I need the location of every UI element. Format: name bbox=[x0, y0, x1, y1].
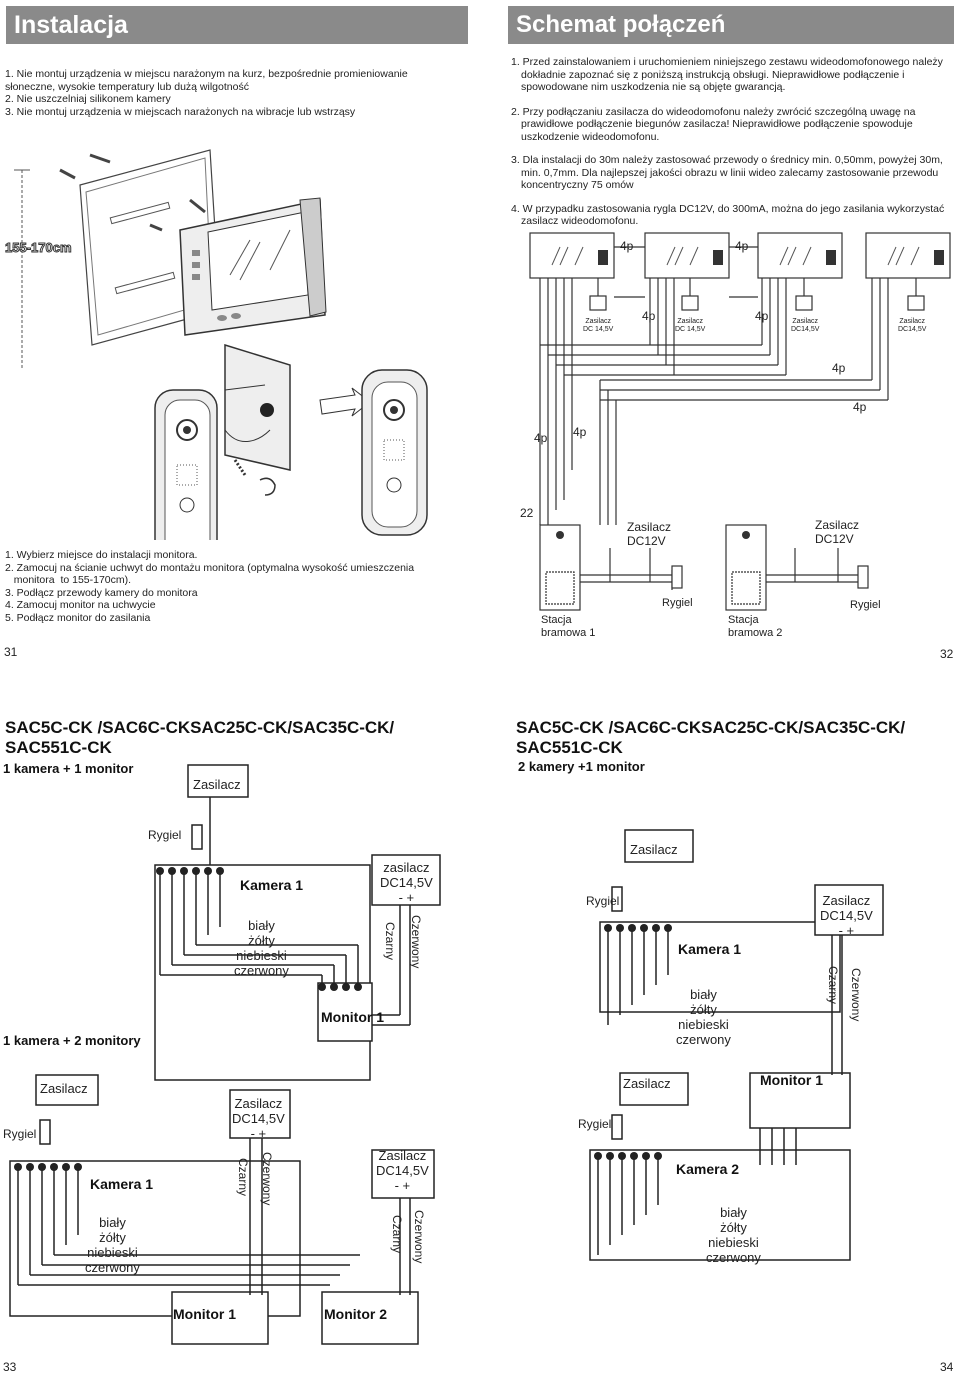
para-2-line-1: 2. Przy podłączaniu zasilacza do wideodo… bbox=[511, 105, 916, 118]
page-number-34: 34 bbox=[940, 1360, 954, 1374]
czarny-top: Czarny bbox=[383, 922, 397, 961]
wire-4p-label: 4p bbox=[642, 309, 656, 323]
monitor1-bottom: Monitor 1 bbox=[173, 1306, 236, 1322]
lock-label-2: Rygiel bbox=[850, 599, 881, 611]
wire-4p-label: 4p bbox=[832, 361, 846, 375]
zasilacz-top: Zasilacz bbox=[193, 777, 241, 792]
wire-4p-label: 4p bbox=[735, 239, 749, 253]
wire-4p-label: 4p bbox=[853, 400, 867, 414]
czarny-34: Czarny bbox=[826, 966, 840, 1005]
para-3-line-3: koncentryczny 75 omów bbox=[521, 179, 634, 191]
czerwony-top: Czerwony bbox=[409, 915, 423, 969]
zasilacz-bottom: Zasilacz bbox=[40, 1081, 88, 1096]
kamera1-34: Kamera 1 bbox=[678, 941, 742, 957]
czerwony-bottom1: Czerwony bbox=[260, 1152, 274, 1206]
kamera1-top: Kamera 1 bbox=[240, 877, 304, 893]
step-2b: monitora to 155-170cm). bbox=[5, 574, 132, 586]
monitor1-top: Monitor 1 bbox=[321, 1009, 384, 1025]
page-number-31: 31 bbox=[4, 645, 18, 659]
wire-4p-label: 4p bbox=[573, 425, 587, 439]
page-31-instructions: 1. Nie montuj urządzenia w miejscu naraż… bbox=[5, 68, 465, 118]
step-2: 2. Zamocuj na ścianie uchwyt do montażu … bbox=[5, 561, 415, 574]
para-2-line-2: prawidłowe podłączenie biegunów zasilacz… bbox=[521, 118, 913, 130]
instruction-3: 3. Nie montuj urządzenia w miejscach nar… bbox=[5, 105, 356, 118]
monitor1-34: Monitor 1 bbox=[760, 1072, 823, 1088]
para-3-line-2: min. 0,7mm. Dla najlepszej jakości obraz… bbox=[521, 166, 939, 179]
page-33-model: SAC5C-CK /SAC6C-CKSAC25C-CK/SAC35C-CK/ S… bbox=[5, 718, 395, 757]
monitor-mounting-illustration bbox=[14, 149, 327, 370]
kamera2-34: Kamera 2 bbox=[676, 1161, 740, 1177]
wire-4p-label: 4p bbox=[534, 431, 548, 445]
para-3-line-1: 3. Dla instalacji do 30m należy zastosow… bbox=[511, 154, 943, 166]
step-4: 4. Zamocuj monitor na uchwycie bbox=[5, 599, 156, 611]
instruction-2: 2. Nie uszczelniaj silikonem kamery bbox=[5, 93, 171, 105]
wire-22-label: 22 bbox=[520, 506, 534, 520]
para-1-line-1: 1. Przed zainstalowaniem i uruchomieniem… bbox=[511, 56, 943, 68]
step-1: 1. Wybierz miejsce do instalacji monitor… bbox=[5, 549, 198, 561]
step-3: 3. Podłącz przewody kamery do monitora bbox=[5, 586, 198, 599]
step-5: 5. Podłącz monitor do zasilania bbox=[5, 611, 151, 624]
page-32-paragraphs: 1. Przed zainstalowaniem i uruchomieniem… bbox=[511, 56, 956, 228]
page-number-32: 32 bbox=[940, 647, 954, 661]
wire-4p-label: 4p bbox=[620, 239, 634, 253]
zasilacz-34-top: Zasilacz bbox=[630, 842, 678, 857]
para-2-line-3: uszkodzenie wideodomofonu. bbox=[521, 130, 660, 143]
page-34-wiring bbox=[589, 829, 884, 1261]
page-34-model: SAC5C-CK /SAC6C-CKSAC25C-CK/SAC35C-CK/ S… bbox=[516, 718, 906, 757]
wire-4p-label: 4p bbox=[755, 309, 769, 323]
connection-diagram-lines bbox=[529, 232, 951, 611]
config-2k1m: 2 kamery +1 monitor bbox=[518, 759, 645, 774]
page-number-33: 33 bbox=[3, 1360, 17, 1374]
instruction-1: 1. Nie montuj urządzenia w miejscu naraż… bbox=[5, 68, 408, 80]
rygiel-34-bottom: Rygiel bbox=[578, 1117, 612, 1131]
monitor2-bottom: Monitor 2 bbox=[324, 1306, 387, 1322]
para-1-line-2: dokładnie zapoznać się z poniższą instru… bbox=[521, 68, 905, 81]
lock-label-1: Rygiel bbox=[662, 597, 693, 609]
para-4-line-1: 4. W przypadku zastosowania rygla DC12V,… bbox=[511, 202, 945, 215]
page-32-header: Schemat połączeń bbox=[508, 6, 954, 44]
rygiel-34-top: Rygiel bbox=[586, 894, 620, 908]
instruction-1b: słoneczne, wysokie temperatury lub dużą … bbox=[5, 80, 249, 93]
page-31-steps: 1. Wybierz miejsce do instalacji monitor… bbox=[5, 549, 465, 624]
config-1k2m: 1 kamera + 2 monitory bbox=[3, 1033, 141, 1048]
page-33-wiring bbox=[9, 764, 441, 1345]
czarny-bottom2: Czarny bbox=[390, 1215, 404, 1254]
height-label: 155-170cm bbox=[5, 240, 72, 256]
rygiel-bottom: Rygiel bbox=[3, 1127, 37, 1141]
czarny-bottom1: Czarny bbox=[236, 1158, 250, 1197]
para-4-line-2: zasilacz wideodomofonu. bbox=[521, 215, 639, 227]
config-1k1m: 1 kamera + 1 monitor bbox=[3, 761, 134, 776]
czerwony-bottom2: Czerwony bbox=[412, 1210, 426, 1264]
rygiel-top: Rygiel bbox=[148, 828, 182, 842]
page-31-header: Instalacja bbox=[6, 6, 468, 44]
zasilacz-34-bottom: Zasilacz bbox=[623, 1076, 671, 1091]
czerwony-34: Czerwony bbox=[849, 968, 863, 1022]
para-1-line-3: spowodowane nim uszkodzenia nie są objęt… bbox=[521, 81, 786, 93]
kamera1-bottom: Kamera 1 bbox=[90, 1176, 154, 1192]
camera-mounting-illustration bbox=[154, 343, 428, 540]
